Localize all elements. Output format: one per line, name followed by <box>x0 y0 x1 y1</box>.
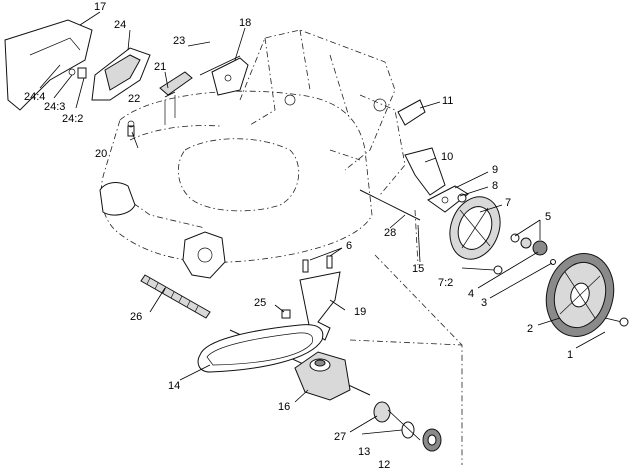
callout-21: 21 <box>154 61 166 73</box>
leader-lines <box>39 11 606 441</box>
callout-9: 9 <box>492 164 498 176</box>
part-27-bushing <box>373 401 391 423</box>
part-23-rod <box>199 55 241 76</box>
callout-7: 7 <box>505 197 511 209</box>
callout-16: 16 <box>278 401 290 413</box>
callout-13: 13 <box>358 446 370 458</box>
callout-25: 25 <box>254 297 266 309</box>
part-24-bracket <box>68 47 151 101</box>
callout-7-2: 7:2 <box>438 277 453 289</box>
part-6-bolts <box>302 255 333 273</box>
callout-10: 10 <box>441 151 453 163</box>
callout-27: 27 <box>334 431 346 443</box>
mower-deck <box>100 90 373 263</box>
part-20-screw <box>127 120 135 137</box>
part-2-wheel <box>545 253 615 337</box>
callout-24-3: 24:3 <box>44 101 65 113</box>
part-17-cover <box>4 19 93 111</box>
callout-17: 17 <box>94 1 106 13</box>
callout-28: 28 <box>384 227 396 239</box>
front-wheel-guards <box>99 182 226 279</box>
part-8-plate <box>427 185 469 213</box>
handle-frame <box>239 29 406 196</box>
callout-2: 2 <box>527 323 533 335</box>
part-10-11-levers <box>397 99 446 196</box>
part-18-bracket <box>211 57 249 96</box>
callout-6: 6 <box>346 240 352 252</box>
callout-24: 24 <box>114 19 126 31</box>
callout-19: 19 <box>354 306 366 318</box>
callout-11: 11 <box>442 95 453 107</box>
callout-12: 12 <box>378 459 390 471</box>
callout-14: 14 <box>168 380 180 392</box>
callout-18: 18 <box>239 17 251 29</box>
callout-20: 20 <box>95 148 107 160</box>
callout-24-4: 24:4 <box>24 91 45 103</box>
part-4-washer <box>493 265 503 275</box>
part-21-22 <box>159 71 193 125</box>
callout-1: 1 <box>567 349 573 361</box>
part-5-gear <box>510 233 548 256</box>
callout-26: 26 <box>130 311 142 323</box>
callout-23: 23 <box>173 35 185 47</box>
callout-22: 22 <box>128 93 140 105</box>
part-25-screw <box>281 309 291 319</box>
callout-4: 4 <box>468 288 474 300</box>
part-16-transmission <box>294 351 351 401</box>
callout-labels: 1 2 3 4 5 6 7 7:2 8 9 10 11 12 13 14 15 … <box>24 1 573 471</box>
callout-24-2: 24:2 <box>62 113 83 125</box>
part-7-hub <box>449 196 501 260</box>
callout-5: 5 <box>545 211 551 223</box>
part-26-spring <box>140 274 211 319</box>
callout-3: 3 <box>481 297 487 309</box>
callout-8: 8 <box>492 180 498 192</box>
callout-15: 15 <box>412 263 424 275</box>
part-14-belt <box>197 324 324 373</box>
part-1-bolt <box>604 317 629 327</box>
part-12-gear <box>422 428 442 452</box>
part-28-rod <box>359 189 421 221</box>
